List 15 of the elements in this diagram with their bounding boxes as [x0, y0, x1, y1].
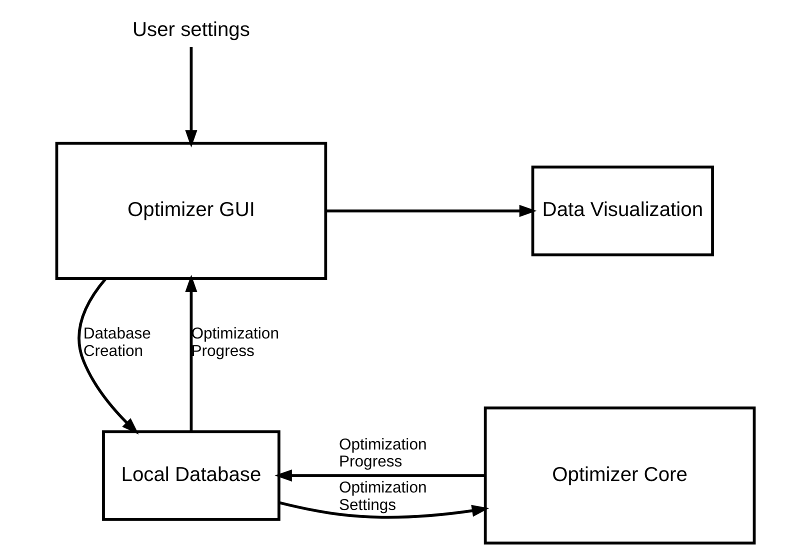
arrow [278, 501, 489, 519]
edge-label: Optimization Progress [338, 436, 426, 471]
arrow [274, 469, 485, 482]
edge-label: Optimization Settings [338, 479, 426, 514]
node-box: Data Visualization [530, 166, 714, 256]
arrow [184, 274, 197, 432]
edge-label: Optimization Progress [190, 326, 279, 360]
arrow [184, 47, 197, 148]
arrow [77, 278, 138, 434]
edge-label: Database Creation [82, 326, 150, 360]
node-box: Optimizer Core [483, 406, 756, 545]
node-box: Local Database [102, 430, 280, 521]
arrow [326, 204, 536, 217]
node-box: Optimizer GUI [54, 142, 327, 280]
node-text: User settings [132, 18, 250, 41]
